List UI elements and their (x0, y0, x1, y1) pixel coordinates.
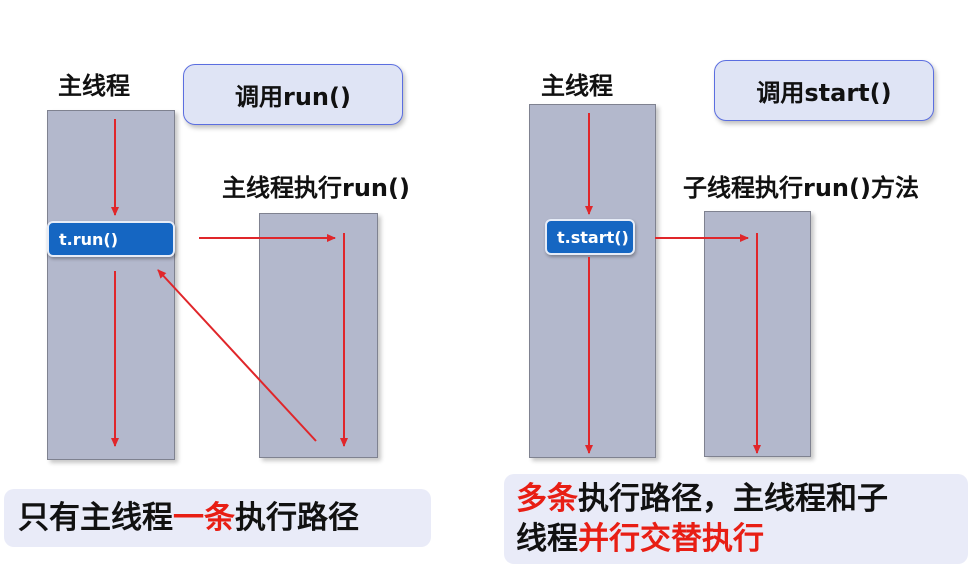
right-caption-part3: 线程 (516, 521, 578, 558)
right-child-thread-column (704, 211, 811, 457)
right-caption-highlight-1: 多条 (516, 481, 578, 517)
right-executor-label: 子线程执行run()方法 (683, 174, 919, 202)
left-call-pill: t.run() (47, 221, 175, 257)
left-main-thread-label: 主线程 (58, 72, 130, 100)
left-executor-label: 主线程执行run() (222, 174, 410, 202)
right-caption-part2: 执行路径，主线程和子 (578, 481, 888, 517)
right-caption-highlight-2: 并行交替执行 (578, 521, 764, 558)
left-caption: 只有主线程一条执行路径 (4, 489, 431, 547)
left-main-thread-column (47, 110, 175, 460)
left-run-column (259, 213, 378, 458)
right-call-start-box: 调用start() (714, 60, 934, 121)
left-caption-part1: 只有主线程 (18, 500, 173, 536)
right-main-thread-column (529, 104, 656, 458)
left-caption-highlight: 一条 (173, 500, 235, 536)
left-call-run-box: 调用run() (183, 64, 403, 125)
right-main-thread-label: 主线程 (541, 72, 613, 100)
left-caption-part3: 执行路径 (235, 500, 359, 536)
right-call-pill: t.start() (545, 219, 635, 255)
right-caption: 多条执行路径，主线程和子 线程并行交替执行 (504, 474, 968, 564)
